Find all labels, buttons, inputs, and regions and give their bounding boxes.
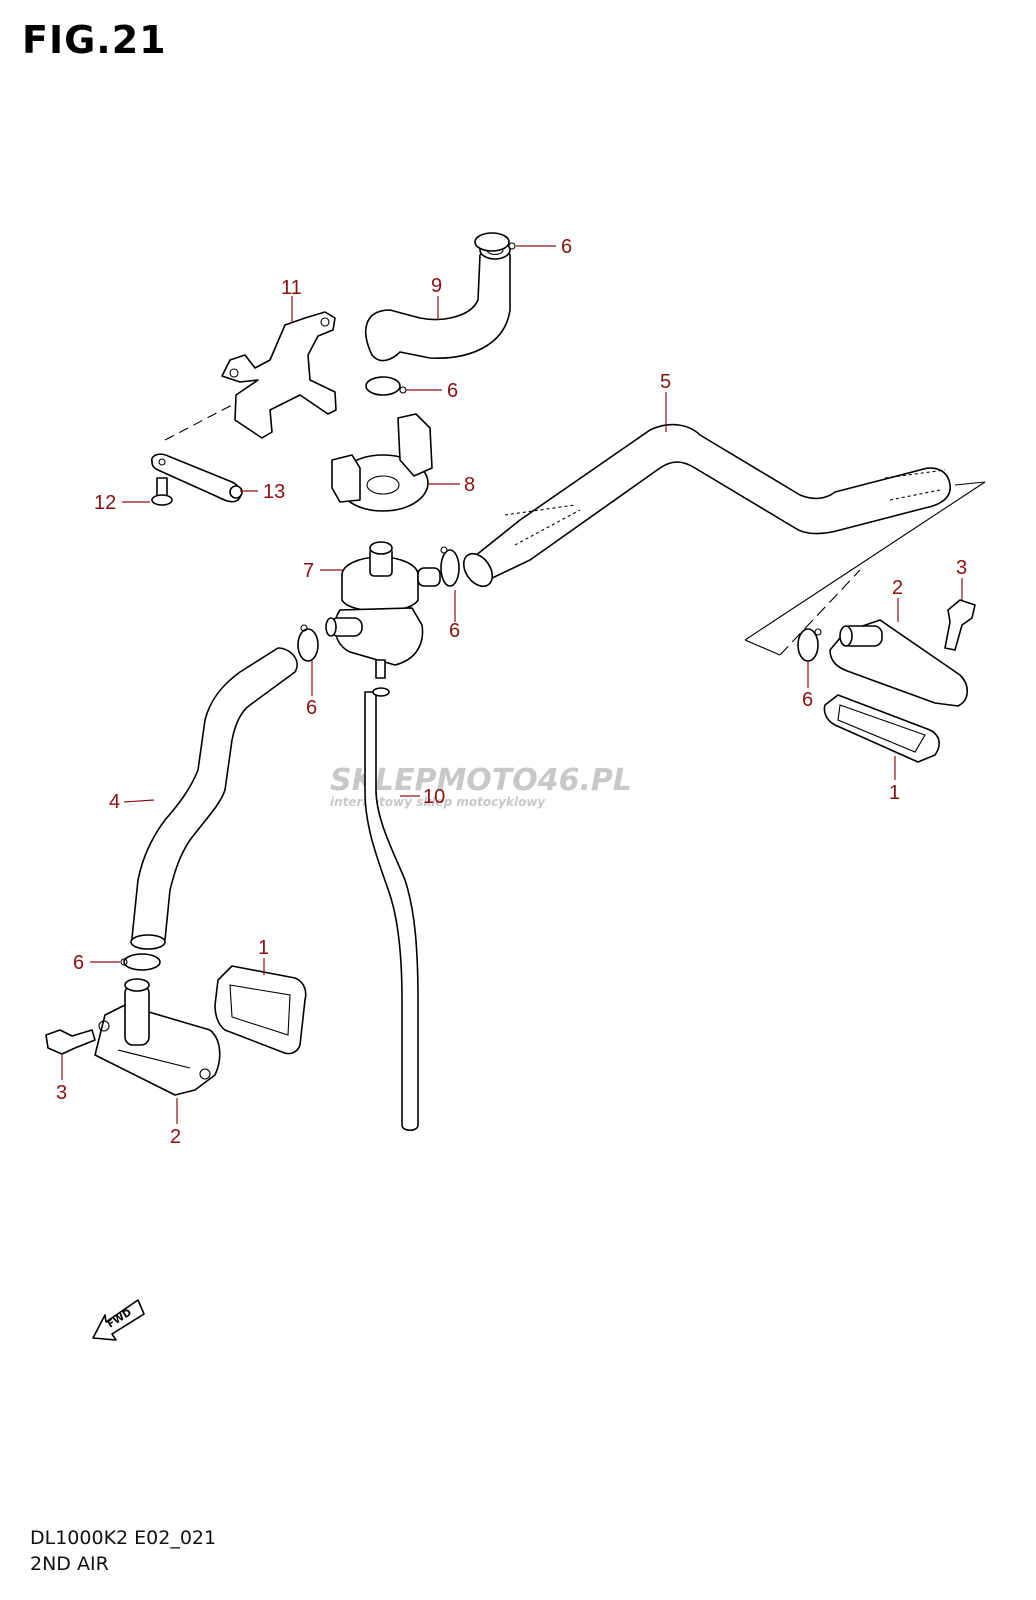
- footer: DL1000K2 E02_021 2ND AIR: [30, 1525, 216, 1577]
- watermark-brand: SKLEPMOTO46.PL: [330, 763, 632, 798]
- callout-7: 7: [303, 560, 314, 582]
- callout-6: 6: [561, 236, 572, 258]
- bracket-11: [164, 311, 337, 441]
- section-name: 2ND AIR: [30, 1553, 109, 1575]
- watermark-tagline: internetowy sklep motocyklowy: [330, 795, 546, 809]
- callout-6: 6: [449, 620, 460, 642]
- callout-3: 3: [956, 557, 967, 579]
- reed-cover-2-lower: [94, 978, 221, 1096]
- fwd-arrow-icon: FWD: [92, 1299, 145, 1341]
- hose-10: [364, 687, 419, 1132]
- callout-1: 1: [889, 782, 900, 804]
- callout-13: 13: [263, 481, 285, 503]
- clip-13: [150, 453, 243, 503]
- gasket-1-right: [823, 694, 940, 763]
- callout-9: 9: [431, 275, 442, 297]
- hose-4: [130, 647, 298, 950]
- callout-11: 11: [281, 277, 302, 299]
- clamp-6-mid: [365, 376, 407, 396]
- callout-6: 6: [447, 380, 458, 402]
- holder-8: [331, 413, 433, 512]
- clamp-6-valve-right: [440, 546, 460, 587]
- figure-title: FIG.21: [22, 18, 167, 62]
- callout-8: 8: [464, 474, 475, 496]
- bolt-3-lower: [45, 1029, 96, 1055]
- callout-2: 2: [892, 577, 903, 599]
- screw-12: [151, 477, 173, 506]
- gasket-1-lower: [214, 965, 307, 1055]
- callout-2: 2: [170, 1126, 181, 1148]
- callout-1: 1: [258, 937, 269, 959]
- model-code: DL1000K2 E02_021: [30, 1527, 217, 1549]
- watermark: SKLEPMOTO46.PL internetowy sklep motocyk…: [330, 763, 632, 809]
- callout-6: 6: [802, 689, 813, 711]
- leader-lines: [61, 245, 963, 1124]
- clamp-6-top: [474, 232, 516, 252]
- callout-12: 12: [94, 492, 116, 514]
- clamp-6-lower: [120, 953, 161, 971]
- callout-10: 10: [423, 786, 445, 808]
- bolt-3-right: [944, 599, 976, 651]
- clamp-6-right: [797, 628, 822, 662]
- callout-6: 6: [73, 952, 84, 974]
- valve-7: [325, 541, 441, 679]
- callout-3: 3: [56, 1082, 67, 1104]
- callout-4: 4: [109, 791, 120, 813]
- callout-5: 5: [660, 371, 671, 393]
- hose-5: [462, 423, 986, 656]
- clamp-6-valve-left: [297, 624, 319, 662]
- reed-cover-2-right: [829, 619, 969, 707]
- callout-6: 6: [306, 697, 317, 719]
